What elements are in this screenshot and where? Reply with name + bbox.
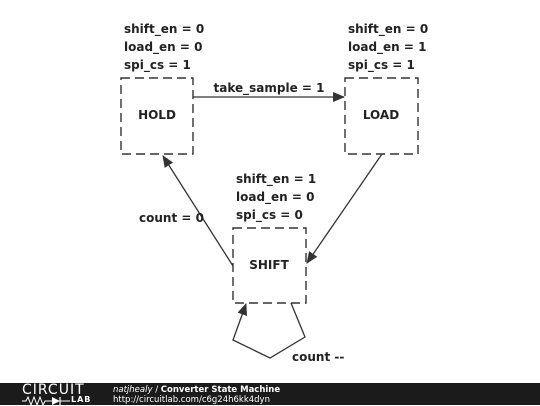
hold-state-name: HOLD: [138, 108, 176, 122]
circuitlab-logo[interactable]: CIRCUIT LAB: [22, 382, 102, 406]
load-output-shift-en: shift_en = 0: [348, 22, 428, 37]
shift-output-shift-en: shift_en = 1: [236, 172, 316, 187]
logo-text-circuit: CIRCUIT: [22, 382, 85, 398]
hold-output-spi-cs: spi_cs = 1: [124, 58, 191, 73]
transition-load-to-shift: [306, 153, 383, 264]
footer-bar: CIRCUIT LAB natjhealy / Converter State …: [0, 382, 540, 406]
circuit-meta: natjhealy / Converter State Machine http…: [113, 385, 280, 405]
state-shift: shift_en = 1 load_en = 0 spi_cs = 0 SHIF…: [232, 172, 316, 304]
arrow-load-to-shift: [306, 153, 383, 264]
shift-state-name: SHIFT: [249, 258, 289, 272]
transition-label-count-decrement: count --: [292, 350, 344, 364]
transition-shift-to-hold: count = 0: [139, 155, 234, 267]
state-load: shift_en = 0 load_en = 1 spi_cs = 1 LOAD: [344, 22, 428, 155]
arrow-shift-to-hold: [162, 155, 234, 267]
transition-label-take-sample: take_sample = 1: [214, 81, 325, 96]
arrow-shift-self-loop: [232, 302, 306, 359]
hold-state-box: [120, 77, 194, 155]
shift-output-spi-cs: spi_cs = 0: [236, 208, 303, 223]
load-output-spi-cs: spi_cs = 1: [348, 58, 415, 73]
resistor-diode-icon: [22, 396, 70, 406]
transition-label-count-zero: count = 0: [139, 211, 204, 225]
transition-shift-self-loop: count --: [232, 302, 344, 364]
load-output-load-en: load_en = 1: [348, 40, 427, 55]
hold-output-load-en: load_en = 0: [124, 40, 203, 55]
author-link[interactable]: natjhealy: [113, 385, 153, 395]
state-hold: shift_en = 0 load_en = 0 spi_cs = 1 HOLD: [120, 22, 204, 155]
state-machine-diagram: shift_en = 0 load_en = 0 spi_cs = 1 HOLD…: [120, 22, 428, 364]
load-state-name: LOAD: [363, 108, 399, 122]
hold-output-shift-en: shift_en = 0: [124, 22, 204, 37]
circuit-title-line: natjhealy / Converter State Machine: [113, 385, 280, 395]
circuit-url[interactable]: http://circuitlab.com/c6g24h6kk4dyn: [113, 395, 270, 405]
circuit-title[interactable]: Converter State Machine: [160, 385, 281, 395]
transition-hold-to-load: take_sample = 1: [193, 81, 345, 102]
logo-text-lab: LAB: [71, 395, 92, 404]
shift-output-load-en: load_en = 0: [236, 190, 315, 205]
title-separator: /: [152, 385, 161, 395]
